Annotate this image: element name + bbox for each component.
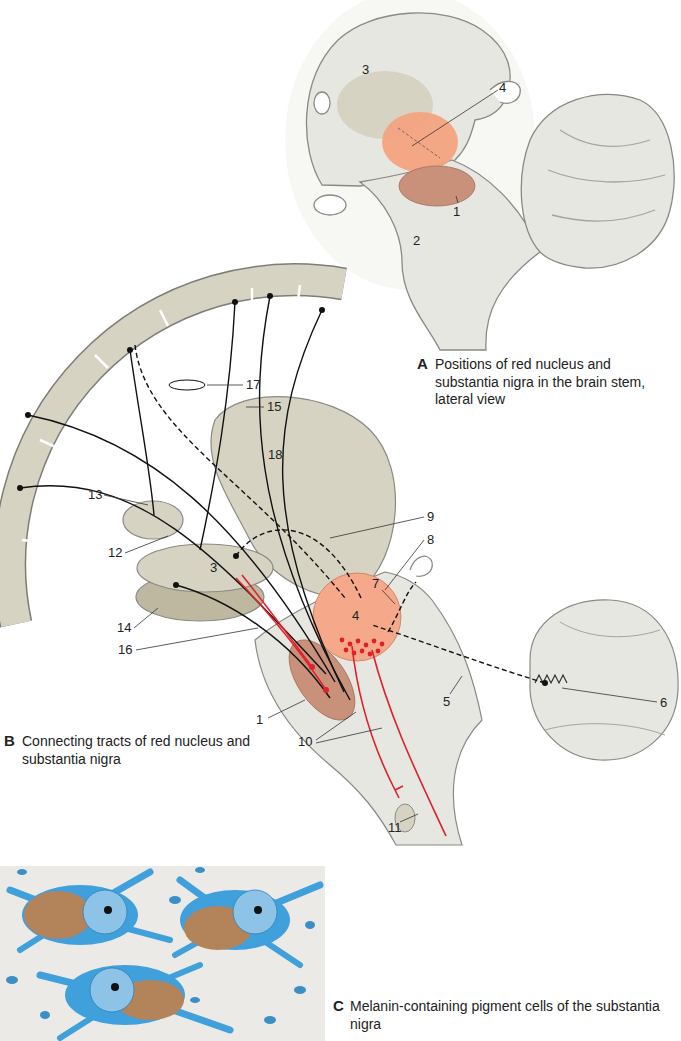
callout-number: 3 xyxy=(210,560,217,576)
panel-letter: C xyxy=(333,997,344,1015)
callout-number: 17 xyxy=(246,377,260,393)
panel-a-drawing xyxy=(285,0,674,350)
callout-number: 5 xyxy=(443,694,450,710)
callout-number: 7 xyxy=(372,576,379,592)
callout-number: 6 xyxy=(660,695,667,711)
callout-number: 8 xyxy=(427,532,434,548)
panel-caption: Melanin-containing pigment cells of the … xyxy=(350,998,660,1033)
panel-c-drawing xyxy=(0,866,325,1041)
callout-number: 1 xyxy=(256,712,263,728)
panel-caption: Connecting tracts of red nucleus and sub… xyxy=(22,733,282,768)
panel-caption: Positions of red nucleus and substantia … xyxy=(435,356,675,409)
callout-number: 4 xyxy=(352,608,359,624)
callout-number: 18 xyxy=(268,447,282,463)
panel-letter: B xyxy=(4,732,15,750)
callout-number: 4 xyxy=(499,80,506,96)
callout-number: 10 xyxy=(298,734,312,750)
callout-number: 15 xyxy=(267,399,281,415)
callout-number: 13 xyxy=(88,487,102,503)
callout-number: 3 xyxy=(362,62,369,78)
panel-b-drawing xyxy=(10,280,678,845)
callout-number: 14 xyxy=(117,620,131,636)
callout-number: 11 xyxy=(388,820,402,836)
callout-number: 12 xyxy=(108,545,122,561)
callout-number: 2 xyxy=(413,233,420,249)
callout-number: 9 xyxy=(427,509,434,525)
panel-letter: A xyxy=(417,355,428,373)
callout-number: 16 xyxy=(118,642,132,658)
callout-number: 1 xyxy=(453,204,460,220)
